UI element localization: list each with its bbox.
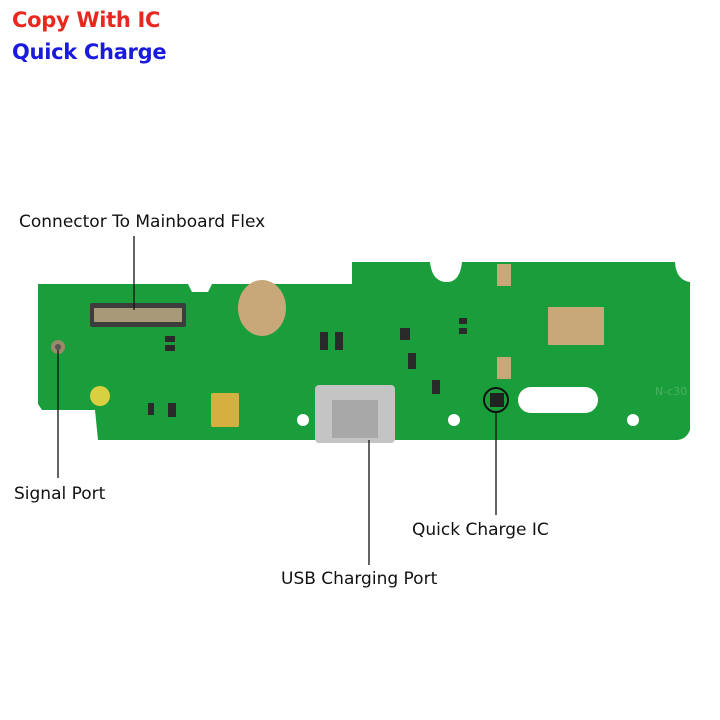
title-quick-charge: Quick Charge <box>12 40 167 64</box>
title-copy-with-ic: Copy With IC <box>12 8 161 32</box>
callout-signal-port: Signal Port <box>14 484 106 504</box>
pcb-board: N-c30 <box>38 262 690 443</box>
callout-connector: Connector To Mainboard Flex <box>19 212 266 232</box>
microphone <box>211 393 239 427</box>
callout-quick-charge-ic: Quick Charge IC <box>412 520 549 540</box>
quick-charge-ic-chip <box>490 393 504 407</box>
silkscreen-text: N-c30 <box>655 385 687 398</box>
callout-lines <box>57 236 497 565</box>
pad-rect <box>548 307 604 345</box>
pad-round <box>238 280 286 336</box>
slot-hole <box>518 387 598 413</box>
callout-usb-port: USB Charging Port <box>281 569 438 589</box>
